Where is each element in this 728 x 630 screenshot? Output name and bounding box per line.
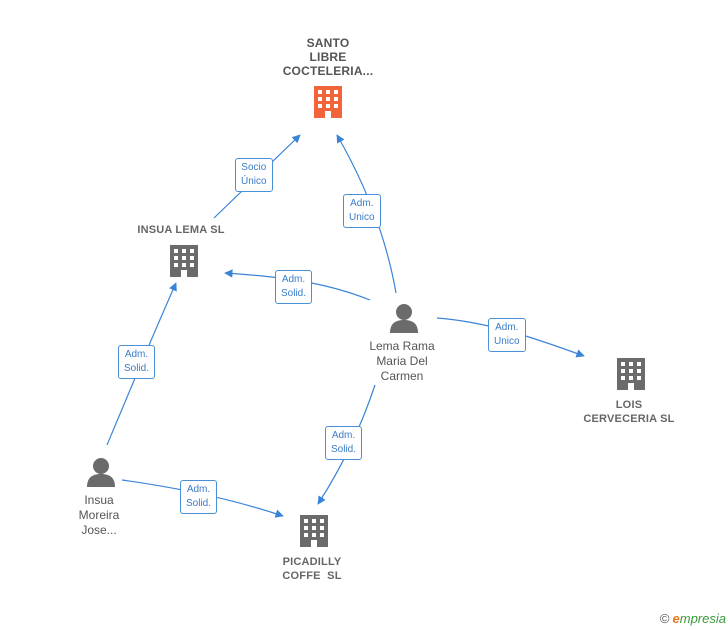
- label-line: LIBRE: [309, 50, 347, 64]
- edge-label-adm-solid-moreira-insua[interactable]: Adm. Solid.: [118, 345, 156, 379]
- edge-label-line: Adm.: [331, 430, 356, 441]
- copyright-symbol: ©: [659, 611, 670, 626]
- label-line: Carmen: [380, 369, 424, 383]
- company-label-insua-lema[interactable]: INSUA LEMA SL: [121, 223, 241, 237]
- edge-label-line: Unico: [494, 336, 520, 347]
- person-icon: [87, 458, 115, 487]
- building-icon: [170, 245, 198, 277]
- edge-label-line: Adm.: [350, 198, 374, 209]
- edge-label-line: Adm.: [186, 484, 211, 495]
- label-line: LOIS: [615, 399, 643, 411]
- label-line: COCTELERIA...: [282, 64, 374, 78]
- label-line: Maria Del: [376, 354, 428, 368]
- edge-label-line: Solid.: [186, 498, 212, 509]
- building-icon: [300, 515, 328, 547]
- company-label-santo[interactable]: SANTO LIBRE COCTELERIA...: [268, 36, 388, 78]
- brand-initial: e: [672, 611, 680, 626]
- label-line: Insua: [84, 493, 114, 507]
- label-line: COFFE SL: [282, 570, 342, 582]
- edge-label-adm-solid-picadilly[interactable]: Adm. Solid.: [325, 426, 363, 460]
- empresia-brand[interactable]: ©empresia: [660, 611, 726, 626]
- edge-label-line: Socio: [241, 162, 267, 173]
- edge-label-socio-unico[interactable]: Socio Único: [235, 158, 273, 192]
- edge-label-line: Solid.: [124, 363, 150, 374]
- edge-label-line: Adm.: [281, 274, 306, 285]
- company-label-picadilly[interactable]: PICADILLY COFFE SL: [252, 555, 372, 583]
- edge-label-line: Solid.: [331, 444, 357, 455]
- label-line: INSUA LEMA SL: [137, 224, 225, 236]
- person-label-insua-moreira[interactable]: Insua Moreira Jose...: [49, 493, 149, 538]
- label-line: SANTO: [306, 36, 350, 50]
- brand-name: mpresia: [679, 611, 726, 626]
- company-label-lois[interactable]: LOIS CERVECERIA SL: [569, 398, 689, 426]
- edge-label-line: Unico: [349, 212, 375, 223]
- label-line: Jose...: [81, 523, 117, 537]
- label-line: Lema Rama: [369, 339, 435, 353]
- edge-label-adm-solid-moreira-picadilly[interactable]: Adm. Solid.: [180, 480, 218, 514]
- label-line: Moreira: [78, 508, 120, 522]
- edge-label-adm-unico-lois[interactable]: Adm. Unico: [488, 318, 526, 352]
- person-label-lema-rama[interactable]: Lema Rama Maria Del Carmen: [342, 339, 462, 384]
- edge-label-adm-solid-insua[interactable]: Adm. Solid.: [275, 270, 313, 304]
- label-line: PICADILLY: [282, 556, 342, 568]
- person-icon: [390, 304, 418, 333]
- label-line: CERVECERIA SL: [583, 413, 675, 425]
- edge-label-adm-unico-santo[interactable]: Adm. Unico: [343, 194, 381, 228]
- building-icon: [617, 358, 645, 390]
- edge-label-line: Adm.: [495, 322, 519, 333]
- edge-label-line: Único: [241, 176, 267, 187]
- edge-label-line: Adm.: [124, 349, 149, 360]
- building-icon: [314, 86, 342, 118]
- edge-label-line: Solid.: [281, 288, 307, 299]
